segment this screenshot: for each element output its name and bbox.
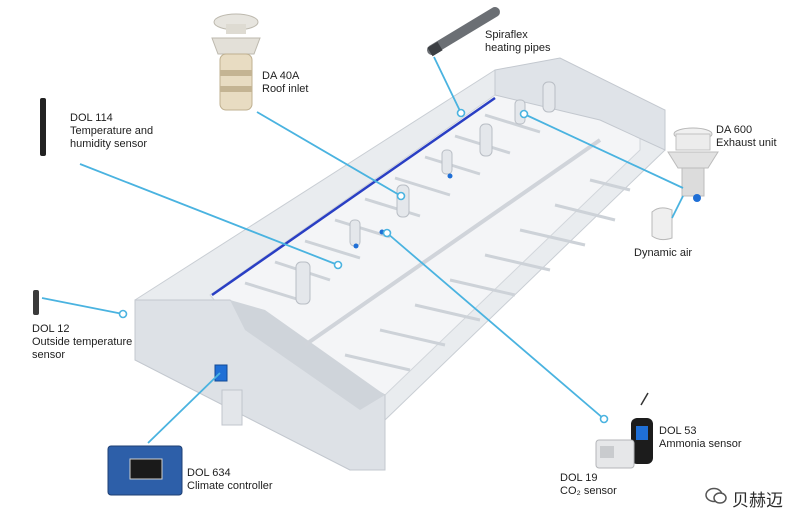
leader-dol114 xyxy=(79,163,339,266)
leader-gas xyxy=(386,232,605,420)
controller-on-wall xyxy=(214,364,228,382)
leader-spiraflex xyxy=(433,56,462,114)
label-dol19: DOL 19 CO₂ sensor xyxy=(560,472,617,497)
label-dol634: DOL 634 Climate controller xyxy=(187,467,273,492)
da600-image xyxy=(667,127,719,202)
leader-da40a xyxy=(256,111,402,197)
gable-door xyxy=(221,389,243,426)
heating-pipe xyxy=(211,96,496,297)
label-dynamic-air: Dynamic air xyxy=(634,247,693,259)
barn-building xyxy=(134,57,666,471)
label-dol114: DOL 114 Temperature and humidity sensor xyxy=(70,112,154,150)
leader-dol634 xyxy=(147,372,221,444)
roof-inlets xyxy=(295,81,556,305)
wechat-icon xyxy=(705,487,727,504)
dol12-image xyxy=(33,290,39,315)
product-images xyxy=(33,7,719,496)
leader-lines xyxy=(41,56,684,444)
watermark-text: 贝赫迈 xyxy=(732,491,783,510)
dynamic-air-image xyxy=(651,207,673,241)
barn-gable-far xyxy=(494,57,666,151)
dol19-image xyxy=(595,439,635,469)
dol53-image xyxy=(631,392,653,464)
label-da600: DA 600 Exhaust unit xyxy=(716,124,777,149)
barn-aisle xyxy=(303,138,602,347)
spiraflex-pipe-image xyxy=(427,7,500,57)
dol634-image xyxy=(107,445,183,496)
leader-dynamic xyxy=(671,195,684,219)
label-da40a: DA 40A Roof inlet xyxy=(262,70,309,95)
barn-gable-roof xyxy=(230,300,385,410)
leader-dots xyxy=(118,108,609,424)
label-spiraflex: Spiraflex heating pipes xyxy=(485,29,551,54)
label-dol53: DOL 53 Ammonia sensor xyxy=(659,425,742,450)
leader-da600 xyxy=(523,113,684,189)
da40a-image xyxy=(211,13,261,111)
dol114-image xyxy=(40,98,46,156)
label-dol12: DOL 12 Outside temperature sensor xyxy=(32,323,133,361)
leader-dol12 xyxy=(41,297,124,315)
